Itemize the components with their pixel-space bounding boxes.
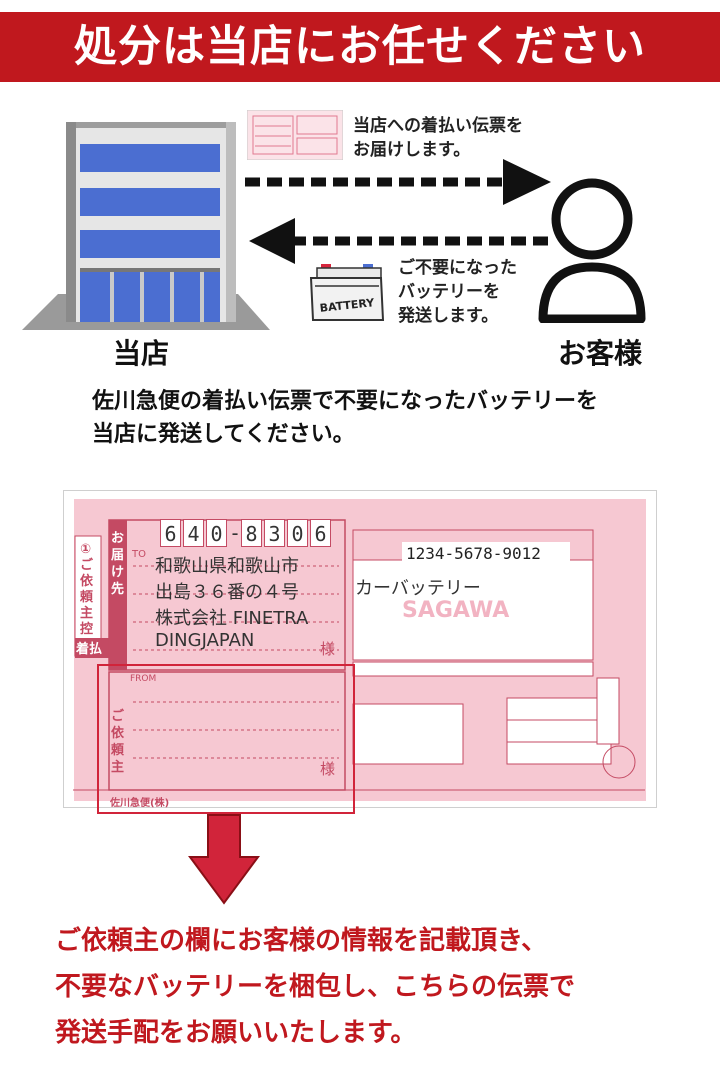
sender-sama: 様 bbox=[320, 760, 336, 778]
customer-label: お客様 bbox=[558, 337, 643, 370]
note-battery-shipping: ご不要になった バッテリーを 発送します。 bbox=[398, 256, 517, 328]
battery-label: BATTERY bbox=[319, 296, 376, 315]
slip-thumbnail-icon bbox=[247, 110, 343, 160]
description-line: 佐川急便の着払い伝票で不要になったバッテリーを bbox=[92, 389, 599, 414]
address-line: 株式会社 FINETRA bbox=[155, 608, 309, 629]
instruction-line: ご依頼主の欄にお客様の情報を記載頂き、 bbox=[55, 926, 548, 956]
recipient-sama: 様 bbox=[320, 640, 336, 658]
battery-icon: BATTERY bbox=[309, 264, 385, 321]
note-line: 当店への着払い伝票を bbox=[353, 116, 523, 136]
postal-dash: - bbox=[229, 521, 242, 545]
note-line: バッテリーを bbox=[398, 282, 500, 302]
item-name: カーバッテリー bbox=[355, 578, 481, 599]
store-building-icon bbox=[22, 122, 270, 330]
from-label: FROM bbox=[130, 674, 157, 684]
address-line: 出島３６番の４号 bbox=[155, 582, 299, 603]
instruction-line: 発送手配をお願いいたします。 bbox=[55, 1018, 417, 1048]
copy-label: ①ご依頼主控 bbox=[80, 542, 94, 637]
arrow-right-icon bbox=[245, 159, 551, 205]
sender-highlight-box bbox=[97, 664, 355, 814]
sagawa-watermark: SAGAWA bbox=[402, 598, 510, 623]
postal-digit: 6 bbox=[160, 519, 181, 547]
page-title: 処分は当店にお任せください bbox=[74, 22, 646, 72]
to-label: TO bbox=[132, 549, 146, 560]
arrow-left-icon bbox=[249, 218, 553, 264]
company-label: 佐川急便(株) bbox=[110, 798, 170, 809]
shipping-description: 佐川急便の着払い伝票で不要になったバッテリーを 当店に発送してください。 bbox=[92, 385, 598, 451]
irai-label: ご依頼主 bbox=[111, 709, 125, 775]
postal-digit: 6 bbox=[310, 519, 331, 547]
store-label: 当店 bbox=[113, 337, 170, 370]
postal-digit: 0 bbox=[206, 519, 227, 547]
instruction-line: 不要なバッテリーを梱包し、こちらの伝票で bbox=[55, 972, 576, 1002]
note-line: お届けします。 bbox=[353, 140, 471, 160]
note-line: 発送します。 bbox=[398, 306, 499, 326]
slip-form-lines bbox=[73, 519, 645, 791]
header-banner: 処分は当店にお任せください bbox=[0, 12, 720, 82]
sender-instruction: ご依頼主の欄にお客様の情報を記載頂き、 不要なバッテリーを梱包し、こちらの伝票で… bbox=[55, 918, 575, 1056]
postal-digit: 4 bbox=[183, 519, 204, 547]
postal-digit: 0 bbox=[287, 519, 308, 547]
postal-code-boxes: 6 4 0 - 8 3 0 6 bbox=[160, 519, 331, 549]
postal-digit: 3 bbox=[264, 519, 285, 547]
description-line: 当店に発送してください。 bbox=[92, 422, 355, 447]
postal-digit: 8 bbox=[241, 519, 262, 547]
customer-person-icon bbox=[538, 178, 646, 323]
chakubarai-label: 着払 bbox=[76, 642, 103, 657]
todoke-label: お届け先 bbox=[111, 531, 125, 597]
note-line: ご不要になった bbox=[398, 258, 517, 278]
address-line: DINGJAPAN bbox=[155, 630, 255, 651]
tracking-number: 1234-5678-9012 bbox=[402, 542, 570, 566]
note-slip-delivery: 当店への着払い伝票を お届けします。 bbox=[353, 114, 523, 162]
arrow-down-icon bbox=[188, 814, 260, 905]
address-line: 和歌山県和歌山市 bbox=[155, 556, 299, 577]
